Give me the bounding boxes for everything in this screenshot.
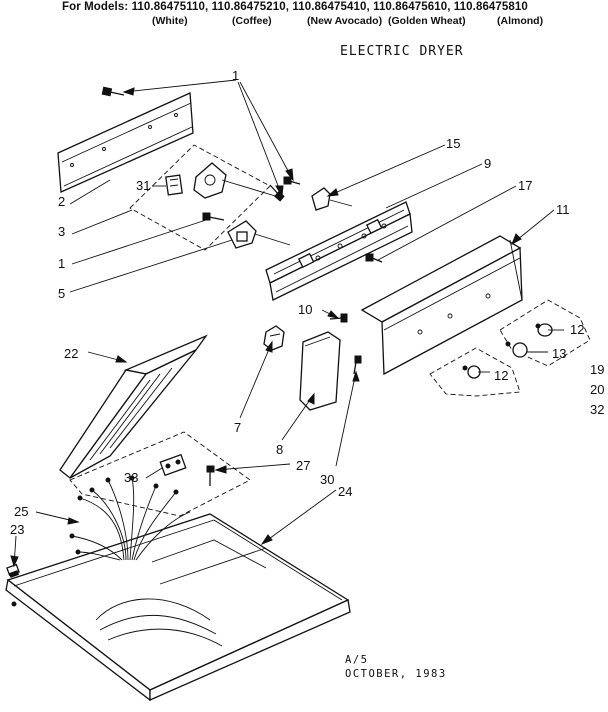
mounting-bracket	[57, 92, 194, 193]
part-label-30: 30	[320, 472, 334, 487]
part-labels: 1 2 3 1 5 31 15 9 17 11 12 13 12 19 20 3…	[10, 68, 604, 537]
switch-bracket	[227, 220, 291, 249]
models-prefix: For Models:	[62, 1, 129, 13]
model-color: (New Avocado)	[307, 15, 383, 27]
models-line: For Models: 110.86475110, 110.86475210, …	[62, 1, 528, 13]
duct-outline	[69, 431, 251, 517]
screw	[353, 355, 362, 375]
diagram-title: ELECTRIC DRYER	[340, 44, 464, 59]
part-label-9: 9	[484, 156, 491, 171]
part-label-20: 20	[590, 382, 604, 397]
model-number: 110.86475210,	[211, 1, 290, 13]
wire-clip	[6, 563, 20, 578]
part-label-12: 12	[570, 322, 584, 337]
part-label-25: 25	[14, 504, 28, 519]
part-label-22: 22	[64, 346, 78, 361]
part-label-17: 17	[518, 178, 532, 193]
part-label-27: 27	[296, 458, 310, 473]
screw	[365, 253, 383, 263]
part-label-3: 3	[58, 224, 65, 239]
part-label-13: 13	[552, 346, 566, 361]
part-label-11: 11	[556, 202, 570, 217]
model-number: 110.86475110,	[131, 1, 209, 13]
part-label-2: 2	[58, 194, 65, 209]
part-label-12: 12	[494, 368, 508, 383]
part-label-1: 1	[232, 68, 239, 83]
control-channel	[265, 201, 413, 301]
part-label-7: 7	[234, 420, 241, 435]
vent-duct	[59, 334, 208, 479]
part-label-8: 8	[276, 442, 283, 457]
part-label-32: 32	[590, 402, 604, 417]
screw	[283, 176, 301, 185]
part-label-15: 15	[446, 136, 460, 151]
cover-plate	[299, 331, 341, 411]
part-label-5: 5	[58, 286, 65, 301]
thermostat	[159, 453, 187, 477]
part-label-33: 33	[124, 470, 138, 485]
model-color: (Almond)	[497, 15, 544, 27]
model-number: 110.86475610,	[373, 1, 451, 13]
screw	[101, 86, 125, 97]
wire-harness	[69, 475, 223, 647]
footer-date: OCTOBER, 1983	[345, 668, 447, 680]
model-color: (Golden Wheat)	[388, 15, 466, 27]
leader-arrowheads	[10, 87, 522, 568]
knob-group	[429, 299, 591, 397]
footer-code: A/5	[345, 654, 369, 666]
part-label-31: 31	[136, 178, 150, 193]
wire-clip	[263, 325, 285, 351]
screw	[202, 212, 225, 221]
part-label-23: 23	[10, 522, 24, 537]
screw	[206, 465, 215, 486]
part-label-24: 24	[338, 484, 352, 499]
switch-plate-outline	[129, 144, 283, 251]
model-number: 110.86475410,	[292, 1, 370, 13]
rocker-switch	[311, 187, 353, 211]
part-label-19: 19	[590, 362, 604, 377]
screw	[329, 313, 348, 323]
dryer-top	[5, 513, 351, 702]
model-number: 110.86475810	[453, 1, 528, 13]
part-label-10: 10	[298, 302, 312, 317]
part-label-1: 1	[58, 256, 65, 271]
model-color: (White)	[152, 15, 188, 27]
model-color: (Coffee)	[232, 15, 272, 27]
control-panel	[360, 235, 523, 376]
